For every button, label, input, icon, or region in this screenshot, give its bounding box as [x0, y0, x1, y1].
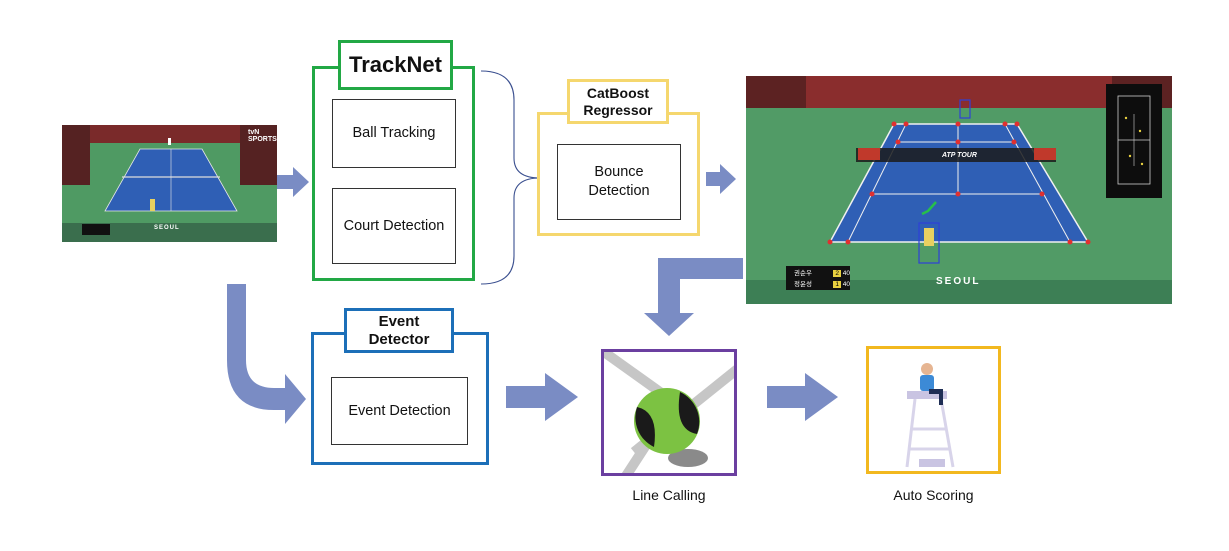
scoreboard: 권순우 2 40 정윤성 1 40	[788, 268, 850, 290]
input-court-illustration	[62, 125, 277, 242]
player1-sets: 2	[833, 270, 841, 277]
arrow-catboost-to-frame	[706, 164, 736, 194]
tennis-ball-icon	[634, 388, 700, 454]
annotated-court-illustration	[746, 76, 1172, 304]
umpire-chair-icon	[905, 398, 955, 468]
arrow-linecalling-to-scoring	[767, 373, 838, 421]
catboost-title: CatBoost Regressor	[567, 79, 669, 124]
player1-game: 40	[842, 270, 850, 277]
player2-score: 1 40	[833, 279, 850, 290]
catboost-title-line1: CatBoost	[586, 85, 650, 102]
arrow-event-to-linecalling	[506, 373, 578, 421]
umpire-chair-illustration	[905, 363, 955, 468]
umpire-figure-icon	[920, 363, 943, 405]
event-title-line2: Detector	[368, 330, 430, 348]
player1-name: 권순우	[794, 270, 812, 277]
arrow-frame-to-linecalling	[644, 258, 743, 336]
bounce-line2: Detection	[588, 183, 650, 199]
brace-tracknet-to-catboost	[480, 70, 541, 285]
ball-tracking-box: Ball Tracking	[332, 99, 456, 168]
score-row-player1: 권순우 2 40	[788, 268, 850, 279]
event-title-line1: Event	[378, 313, 420, 331]
auto-scoring-label: Auto Scoring	[893, 487, 974, 503]
player2-sets: 1	[833, 281, 841, 288]
auto-scoring-box	[866, 346, 1001, 474]
arrow-input-to-event	[227, 284, 306, 424]
arrow-input-to-tracknet	[277, 167, 309, 197]
player2-game: 40	[842, 281, 850, 288]
line-calling-box	[601, 349, 737, 476]
tracknet-title: TrackNet	[338, 40, 453, 90]
line-calling-label: Line Calling	[632, 487, 706, 503]
catboost-title-line2: Regressor	[583, 101, 653, 118]
line-calling-illustration	[604, 352, 734, 473]
annotated-video-frame: ATP TOUR 권순우 2 40 정윤성 1 40 SEOUL	[746, 76, 1172, 304]
bounce-detection-box: Bounce Detection	[557, 144, 681, 220]
score-row-player2: 정윤성 1 40	[788, 279, 850, 290]
player2-name: 정윤성	[794, 281, 812, 288]
event-detection-box: Event Detection	[331, 377, 468, 445]
player1-score: 2 40	[833, 268, 850, 279]
input-video-frame: tvN SPORTS SEOUL	[62, 125, 277, 242]
bounce-line1: Bounce	[594, 164, 644, 181]
banner-text: ATP TOUR	[942, 152, 977, 159]
venue-label-large: SEOUL	[936, 276, 981, 287]
event-detector-title: Event Detector	[344, 308, 454, 353]
court-detection-box: Court Detection	[332, 188, 456, 264]
channel-logo: tvN SPORTS	[248, 129, 277, 143]
venue-label-small: SEOUL	[154, 225, 180, 231]
